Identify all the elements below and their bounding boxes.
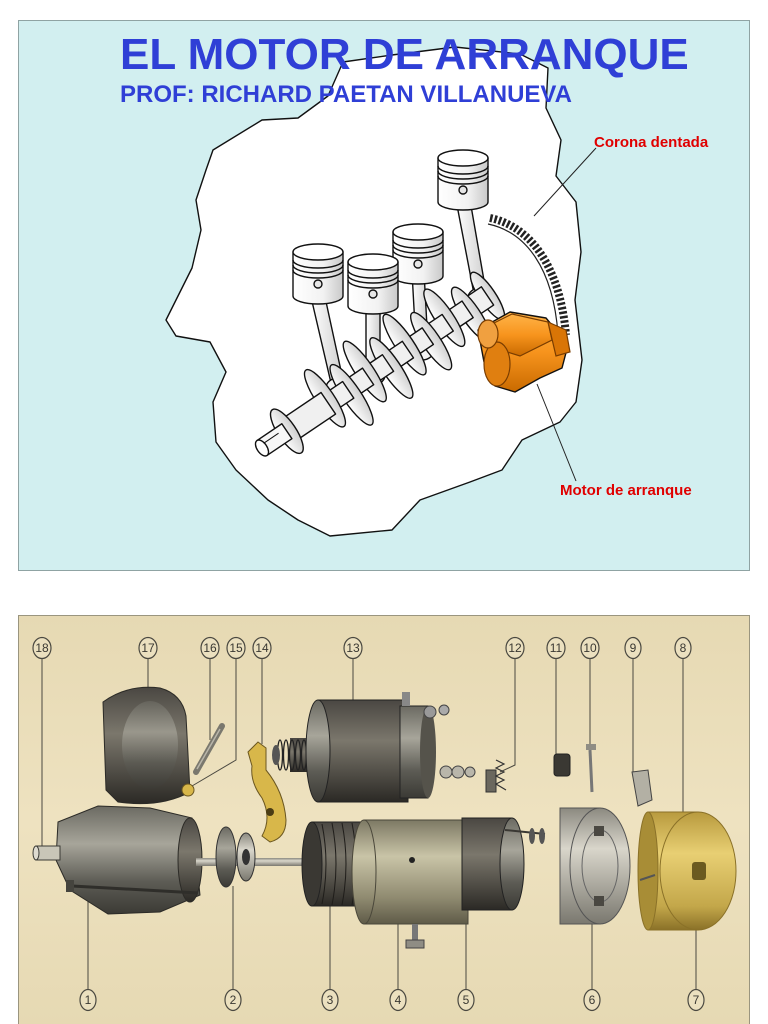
end-cap-slot xyxy=(692,862,706,880)
end-cap xyxy=(637,811,737,931)
callout-number: 8 xyxy=(680,641,687,655)
callout-number: 18 xyxy=(35,641,49,655)
label-starter-motor: Motor de arranque xyxy=(560,482,692,499)
callout-number: 4 xyxy=(395,993,402,1007)
carbon-brush xyxy=(553,753,571,777)
washers-and-nuts xyxy=(439,765,476,779)
housing-nose xyxy=(35,845,61,861)
leader-lines xyxy=(41,659,697,989)
callouts-top: 18 17 16 15 14 13 12 11 10 9 8 xyxy=(32,636,692,660)
solenoid-body xyxy=(317,699,409,803)
brush-plate xyxy=(559,807,631,925)
leader-line-ring-gear xyxy=(533,147,597,217)
slide-title: EL MOTOR DE ARRANQUE xyxy=(120,30,689,79)
terminal-nut xyxy=(438,704,450,716)
crank-nose-end xyxy=(254,439,270,457)
callout-17: 17 xyxy=(138,636,158,660)
callout-number: 15 xyxy=(229,641,243,655)
callout-4: 4 xyxy=(389,988,407,1012)
callout-number: 12 xyxy=(508,641,522,655)
callout-number: 16 xyxy=(203,641,217,655)
callout-13: 13 xyxy=(343,636,363,660)
crank-keyway xyxy=(263,432,279,444)
solenoid-face xyxy=(305,699,331,803)
callout-15: 15 xyxy=(226,636,246,660)
callout-10: 10 xyxy=(580,636,600,660)
solenoid xyxy=(272,692,450,803)
piston-1 xyxy=(292,243,344,305)
callout-2: 2 xyxy=(224,988,242,1012)
callout-number: 3 xyxy=(327,993,334,1007)
callout-6: 6 xyxy=(583,988,601,1012)
callout-12: 12 xyxy=(505,636,525,660)
piston-2 xyxy=(347,253,399,315)
slide-subtitle: PROF: RICHARD PAETAN VILLANUEVA xyxy=(120,81,572,108)
solenoid-terminal xyxy=(402,692,410,706)
slide-exploded-view: 18 17 16 15 14 13 12 11 10 9 8 1 2 3 4 5… xyxy=(18,615,750,1024)
callout-number: 1 xyxy=(85,993,92,1007)
callout-number: 17 xyxy=(141,641,155,655)
callout-8: 8 xyxy=(674,636,692,660)
housing-dome-face xyxy=(122,701,178,789)
pivot-pin xyxy=(193,723,225,775)
piston-3 xyxy=(392,223,444,285)
field-frame xyxy=(351,819,469,925)
housing-nose-end xyxy=(32,845,40,861)
starter-exploded-diagram: 18 17 16 15 14 13 12 11 10 9 8 1 2 3 4 5… xyxy=(19,616,749,1024)
small-nut xyxy=(181,783,195,797)
callout-3: 3 xyxy=(321,988,339,1012)
callout-5: 5 xyxy=(457,988,475,1012)
shim-washers xyxy=(529,828,545,844)
callout-16: 16 xyxy=(200,636,220,660)
frame-screw xyxy=(405,924,425,949)
callout-number: 9 xyxy=(630,641,637,655)
label-ring-gear: Corona dentada xyxy=(594,134,709,151)
callout-number: 2 xyxy=(230,993,237,1007)
callout-number: 5 xyxy=(463,993,470,1007)
starter-motor xyxy=(477,311,571,393)
callouts-bottom: 1 2 3 4 5 6 7 xyxy=(79,988,705,1012)
callout-14: 14 xyxy=(252,636,272,660)
callout-1: 1 xyxy=(79,988,97,1012)
bracket xyxy=(631,769,653,807)
frame-hole xyxy=(409,857,415,863)
callout-18: 18 xyxy=(32,636,52,660)
commutator-end-housing xyxy=(461,817,546,911)
piston-4 xyxy=(437,149,489,211)
callout-number: 14 xyxy=(255,641,269,655)
terminal-nut xyxy=(423,705,437,719)
shift-fork xyxy=(247,741,287,843)
callout-number: 7 xyxy=(693,993,700,1007)
callout-9: 9 xyxy=(624,636,642,660)
crankshaft xyxy=(254,271,506,457)
callout-number: 13 xyxy=(346,641,360,655)
brush-with-spring xyxy=(485,759,507,793)
callout-number: 10 xyxy=(583,641,597,655)
through-bolt xyxy=(66,880,199,895)
slide-engine-diagram: EL MOTOR DE ARRANQUE PROF: RICHARD PAETA… xyxy=(18,20,750,571)
ring-gear xyxy=(487,214,570,336)
engine-diagram xyxy=(165,46,597,537)
callout-11: 11 xyxy=(546,636,566,660)
callout-number: 6 xyxy=(589,993,596,1007)
screw xyxy=(586,744,596,793)
starter-pinion xyxy=(547,320,571,357)
solenoid-front-face xyxy=(477,319,499,349)
callout-7: 7 xyxy=(687,988,705,1012)
leader-line-starter-motor xyxy=(536,383,577,482)
starter-front-face xyxy=(483,341,511,387)
callout-number: 11 xyxy=(550,641,563,655)
pinion-clutch xyxy=(215,826,256,888)
